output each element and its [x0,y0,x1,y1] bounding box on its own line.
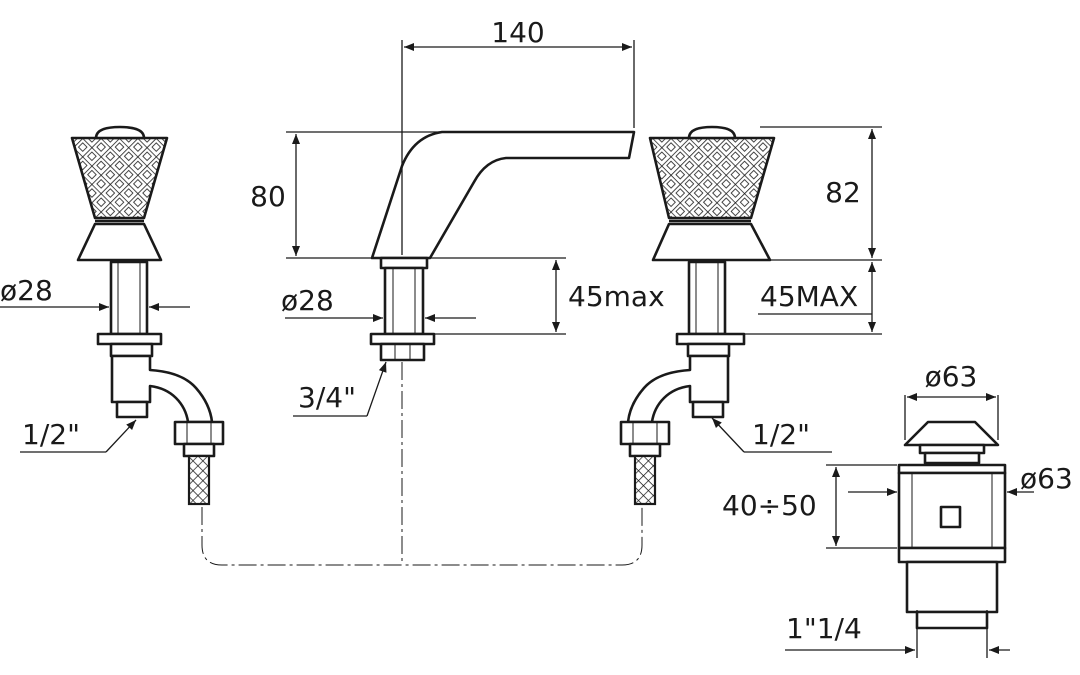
dim-left-diameter: ø28 [0,274,53,307]
dimension-lines [0,40,1034,658]
dim-spout-height: 80 [250,180,286,213]
dim-drain-cap-diameter: ø63 [925,360,978,393]
dim-spout-diameter: ø28 [281,284,334,317]
dim-spout-thread: 3/4" [298,381,356,414]
dim-drain-range: 40÷50 [722,489,817,522]
drain-waste [897,420,1007,630]
dim-spout-max: 45max [568,280,665,313]
right-handle-valve [619,125,776,506]
dim-right-thread: 1/2" [752,418,810,451]
dim-left-thread: 1/2" [22,418,80,451]
dim-handle-height: 82 [825,176,861,209]
dim-spout-width: 140 [491,16,544,49]
dimension-labels: 140 80 82 ø28 ø28 45max 45MAX 3/4" 1/2" … [0,16,1073,645]
dim-right-max: 45MAX [760,280,858,313]
center-lines [201,362,643,566]
spout [369,130,636,362]
left-handle-valve [70,125,225,506]
dim-drain-thread: 1"1/4 [786,612,862,645]
dim-drain-body-diameter: ø63 [1020,462,1073,495]
